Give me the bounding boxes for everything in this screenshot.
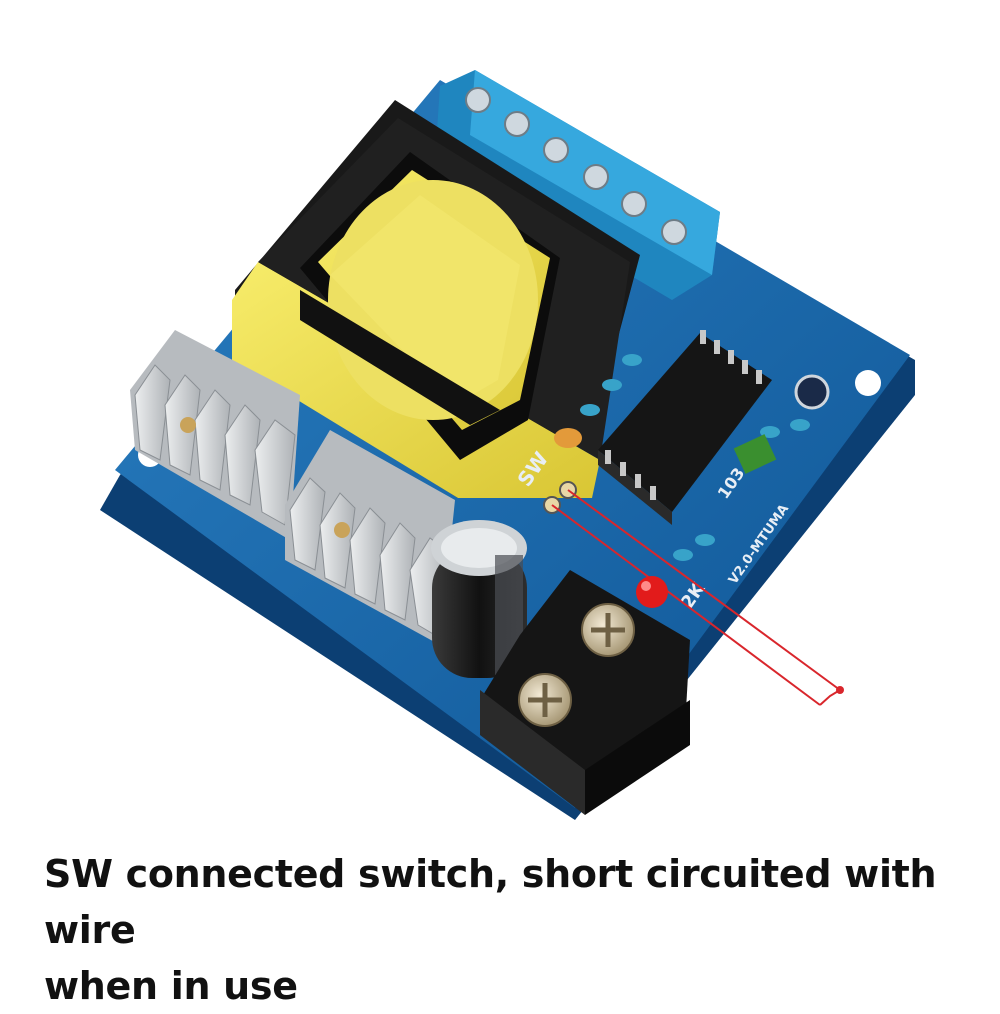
heatsink-left bbox=[130, 330, 300, 540]
terminal-screw bbox=[543, 137, 569, 163]
terminal-block-input bbox=[480, 570, 690, 815]
terminal-screw bbox=[661, 219, 687, 245]
terminal-screw bbox=[583, 164, 609, 190]
heatsink-right bbox=[285, 430, 455, 645]
terminal-screw bbox=[621, 191, 647, 217]
small-electrolytic bbox=[794, 374, 830, 410]
terminal-screw bbox=[465, 87, 491, 113]
caption-line-2: when in use bbox=[44, 964, 298, 1008]
caption-line-1: SW connected switch, short circuited wit… bbox=[44, 852, 937, 952]
red-led bbox=[636, 576, 668, 608]
caption-text: SW connected switch, short circuited wit… bbox=[44, 846, 964, 1014]
resistors bbox=[580, 354, 810, 561]
transformer bbox=[232, 100, 640, 498]
product-photo: SW 103 2K V2.0-MTUMA bbox=[100, 70, 915, 820]
ic-chip bbox=[598, 330, 772, 525]
terminal-screw bbox=[504, 111, 530, 137]
annotation-endpoint bbox=[836, 686, 844, 694]
film-capacitor bbox=[733, 434, 777, 474]
mounting-hole bbox=[855, 370, 881, 396]
ceramic-capacitor bbox=[554, 428, 582, 448]
terminal-block-output bbox=[435, 70, 720, 300]
